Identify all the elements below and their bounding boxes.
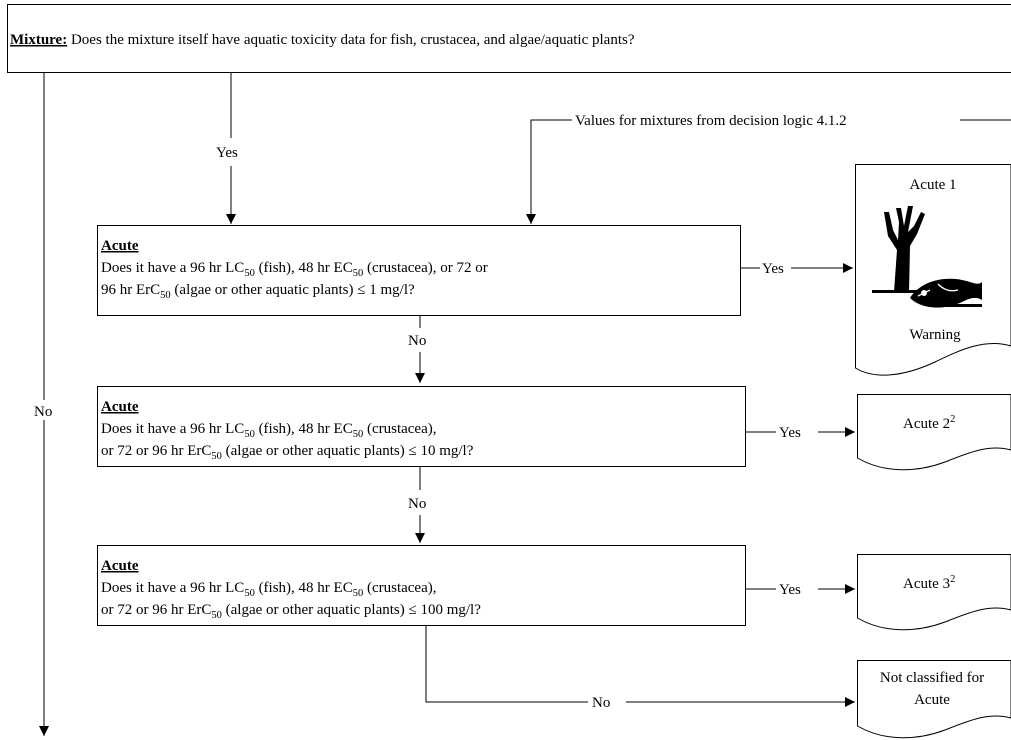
edge-no-2: No [408, 467, 426, 543]
acute-box-3: Acute Does it have a 96 hr LC50 (fish), … [97, 545, 746, 626]
edge-yes-2: Yes [746, 425, 855, 441]
acute-box-2-heading: Acute [101, 399, 139, 415]
acute-box-1-heading: Acute [101, 238, 139, 254]
edge-label-yes-1: Yes [762, 261, 784, 277]
acute-box-2: Acute Does it have a 96 hr LC50 (fish), … [97, 386, 746, 467]
acute-box-3-line1: Does it have a 96 hr LC50 (fish), 48 hr … [101, 580, 437, 599]
result-acute-3-shape [857, 554, 1011, 631]
mixture-question-box: Mixture: Does the mixture itself have aq… [7, 4, 1011, 73]
edge-yes-3: Yes [746, 582, 855, 598]
result-acute-1-shape [855, 164, 1011, 376]
acute-box-1: Acute Does it have a 96 hr LC50 (fish), … [97, 225, 741, 316]
environment-hazard-icon [872, 206, 982, 308]
edge-label-yes-2: Yes [779, 425, 801, 441]
result-not-classified: Not classified for Acute [857, 660, 1011, 739]
mixture-question-text: Does the mixture itself have aquatic tox… [67, 32, 635, 48]
edge-label-no-2: No [408, 496, 426, 512]
result-not-classified-line2: Acute [914, 692, 950, 708]
result-acute-1: Acute 1 Warning [855, 164, 1011, 376]
edge-label-values-from-logic: Values for mixtures from decision logic … [575, 113, 847, 129]
edge-line [526, 119, 572, 224]
acute-box-1-line1: Does it have a 96 hr LC50 (fish), 48 hr … [101, 260, 488, 279]
acute-box-3-heading: Acute [101, 558, 139, 574]
edge-label-yes-top: Yes [216, 145, 238, 161]
svg-text:Mixture: Does the mixture itse: Mixture: Does the mixture itself have aq… [10, 32, 635, 48]
result-acute-2: Acute 22 [857, 394, 1011, 471]
result-acute-2-shape [857, 394, 1011, 471]
acute-box-2-line1: Does it have a 96 hr LC50 (fish), 48 hr … [101, 421, 437, 440]
edge-no-3: No [425, 626, 855, 711]
result-acute-3: Acute 32 [857, 554, 1011, 631]
result-acute-1-title: Acute 1 [909, 177, 956, 193]
acute-box-1-line2: 96 hr ErC50 (algae or other aquatic plan… [101, 282, 415, 301]
edge-label-no-3: No [592, 695, 610, 711]
edge-label-no-left: No [34, 404, 52, 420]
edge-yes-1: Yes [741, 261, 853, 277]
result-acute-1-signal-word: Warning [909, 327, 961, 343]
mixture-heading: Mixture: [10, 32, 67, 48]
edge-no-1: No [408, 316, 426, 383]
result-not-classified-shape [857, 660, 1011, 739]
edge-line [425, 626, 588, 703]
result-not-classified-line1: Not classified for [880, 670, 984, 686]
edge-values-from-logic: Values for mixtures from decision logic … [526, 113, 1011, 224]
acute-box-2-line2: or 72 or 96 hr ErC50 (algae or other aqu… [101, 443, 474, 462]
edge-yes-top: Yes [216, 73, 238, 224]
acute-box-3-line2: or 72 or 96 hr ErC50 (algae or other aqu… [101, 602, 481, 621]
result-acute-2-title: Acute 22 [903, 414, 955, 432]
edge-label-yes-3: Yes [779, 582, 801, 598]
result-acute-3-title: Acute 32 [903, 574, 955, 592]
edge-label-no-1: No [408, 333, 426, 349]
edge-no-left: No [34, 73, 52, 736]
